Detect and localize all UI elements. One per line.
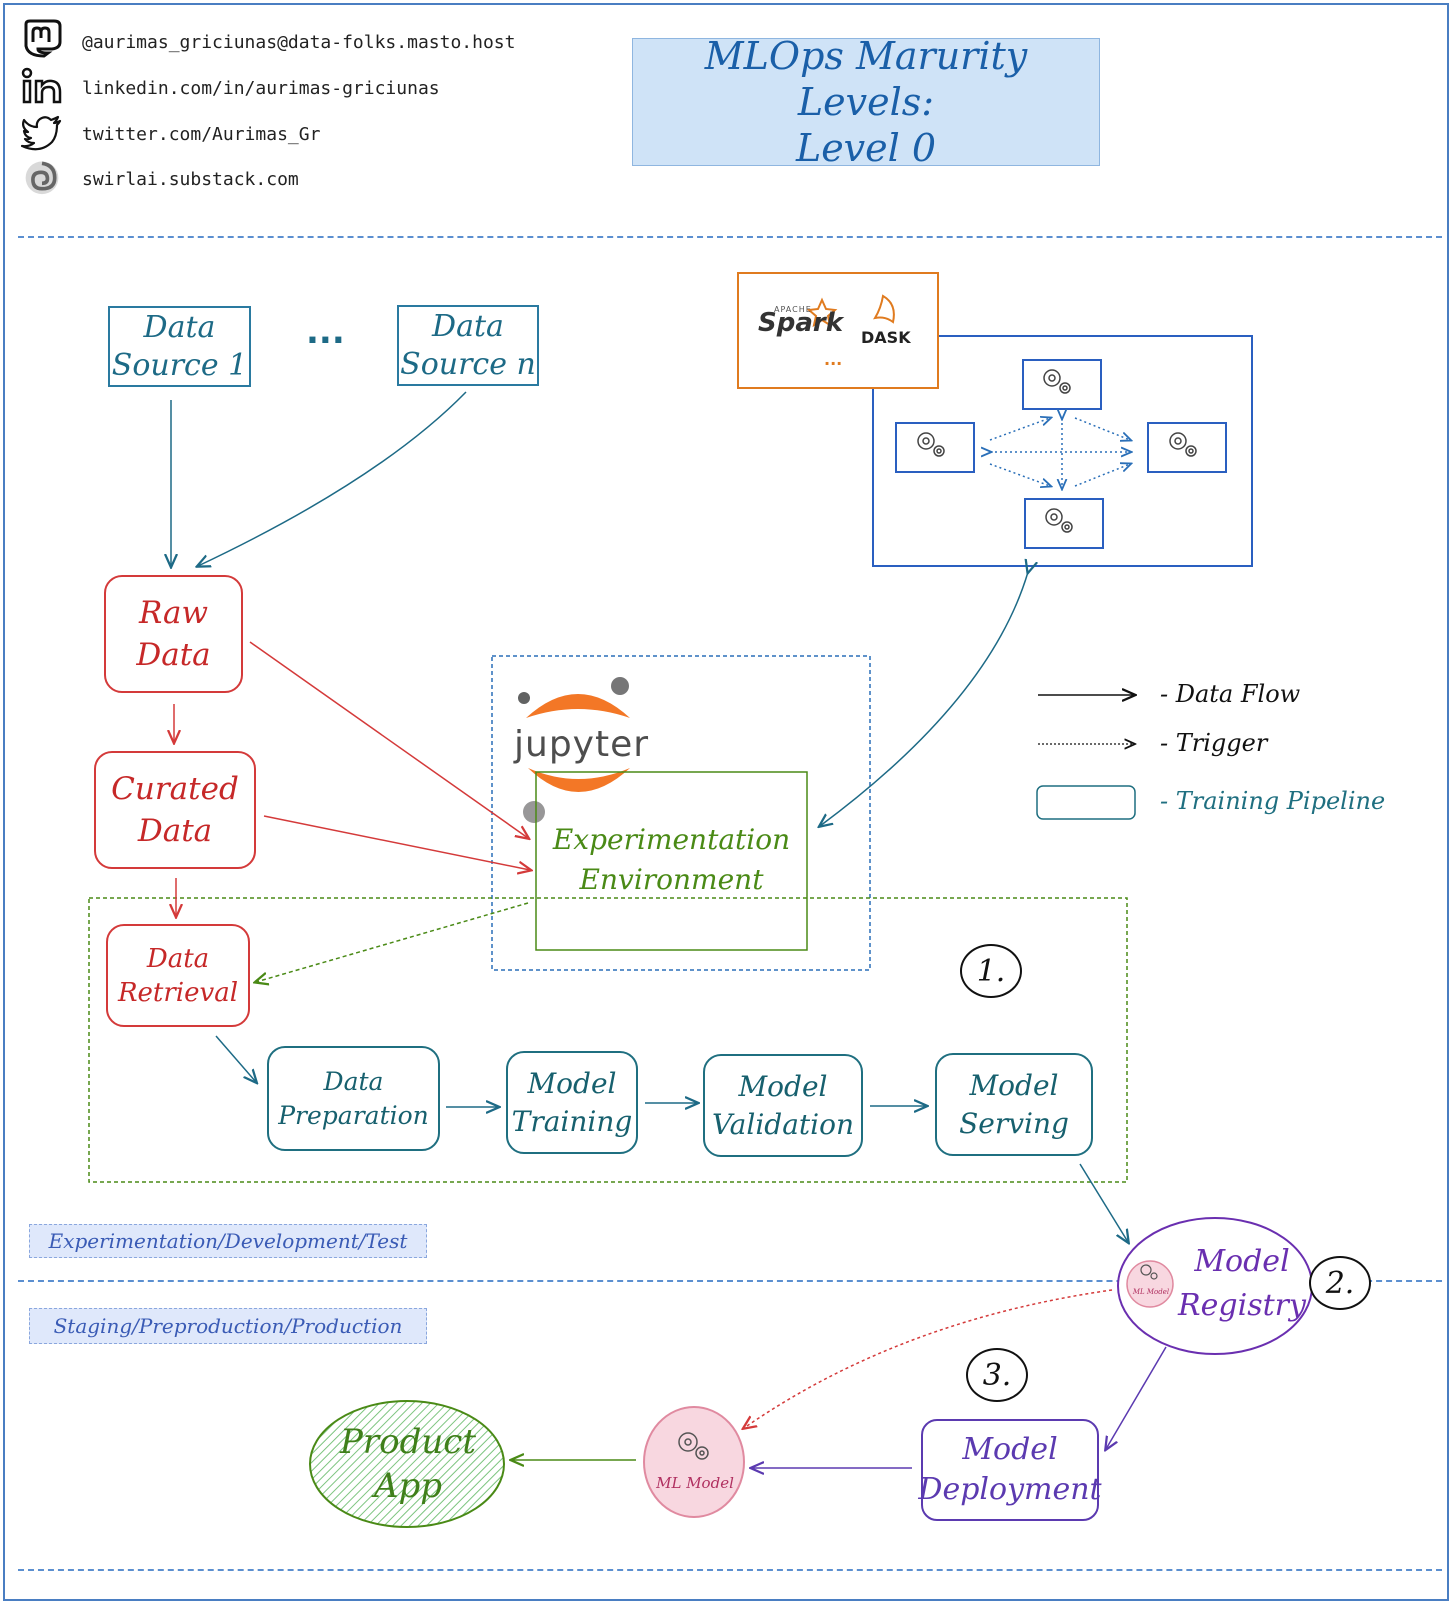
model-serving-line2: Serving <box>959 1106 1069 1140</box>
gear-icon <box>1169 432 1197 457</box>
env-prod-tag: Staging/Preproduction/Production <box>29 1308 427 1344</box>
step-3-badge: 3. <box>966 1348 1028 1402</box>
jupyter-wordmark: jupyter <box>514 724 650 765</box>
experimentation-env-label: Experimentation Environment <box>536 820 807 900</box>
product-app-line2: App <box>373 1466 443 1506</box>
model-validation-line1: Model <box>738 1069 828 1103</box>
ml-model-label: ML Model <box>656 1474 734 1492</box>
jupyter-icon <box>518 677 630 823</box>
dask-label: DASK <box>861 328 911 347</box>
env-divider <box>18 1280 1442 1282</box>
raw-data-line2: Data <box>136 637 211 673</box>
model-training-line1: Model <box>527 1066 617 1100</box>
linkedin-url[interactable]: linkedin.com/in/aurimas-griciunas <box>82 78 440 99</box>
model-deployment-line2: Deployment <box>918 1472 1102 1507</box>
ml-model-shape <box>643 1406 745 1518</box>
data-source-1-line2: Source 1 <box>111 347 248 383</box>
title-line-1: MLOps Marurity Levels: <box>704 34 1028 124</box>
model-training-node: Model Training <box>506 1051 638 1154</box>
data-source-n-line2: Source n <box>400 346 536 382</box>
gear-icon <box>917 432 945 457</box>
product-app-label: Product App <box>318 1416 498 1512</box>
mastodon-handle[interactable]: @aurimas_griciunas@data-folks.masto.host <box>82 32 516 53</box>
gear-icon <box>678 1432 709 1460</box>
raw-data-node: Raw Data <box>104 575 243 693</box>
data-source-n-line1: Data <box>432 308 504 344</box>
data-source-1-line1: Data <box>143 309 216 345</box>
experimentation-env-box <box>535 771 808 951</box>
step-1-badge: 1. <box>960 944 1022 998</box>
model-registry-line1: Model <box>1194 1244 1290 1279</box>
gear-icon <box>1140 1264 1158 1280</box>
model-registry-line2: Registry <box>1178 1288 1306 1323</box>
model-validation-node: Model Validation <box>703 1054 863 1157</box>
data-source-n: Data Source n <box>397 305 539 386</box>
curated-data-line1: Curated <box>111 771 239 807</box>
tools-ellipsis: ... <box>824 350 843 369</box>
diagram-title: MLOps Marurity Levels: Level 0 <box>632 34 1100 170</box>
dask-icon <box>872 294 895 324</box>
legend-training-pipeline: - Training Pipeline <box>1160 787 1386 815</box>
twitter-icon <box>20 115 62 151</box>
model-validation-line2: Validation <box>712 1107 854 1141</box>
compute-tools-box <box>737 272 939 389</box>
twitter-url[interactable]: twitter.com/Aurimas_Gr <box>82 124 321 145</box>
env-dev-tag: Experimentation/Development/Test <box>29 1224 427 1258</box>
model-training-line2: Training <box>511 1104 633 1138</box>
spark-label: Spark <box>758 308 843 338</box>
data-preparation-line1: Data <box>323 1066 384 1096</box>
raw-data-line1: Raw <box>138 595 209 631</box>
legend-trigger: - Trigger <box>1160 729 1268 757</box>
page-frame <box>3 3 1449 1601</box>
step-2-badge: 2. <box>1309 1256 1371 1310</box>
model-serving-node: Model Serving <box>935 1053 1093 1156</box>
data-retrieval-line1: Data <box>146 943 210 974</box>
gear-icon <box>1043 369 1071 394</box>
linkedin-icon <box>21 67 62 104</box>
data-source-1: Data Source 1 <box>108 306 251 387</box>
top-divider <box>18 236 1442 238</box>
experimentation-env-line2: Environment <box>579 863 764 896</box>
legend-data-flow: - Data Flow <box>1160 680 1301 708</box>
model-serving-line1: Model <box>969 1068 1059 1102</box>
data-retrieval-line2: Retrieval <box>117 977 239 1008</box>
product-app-shape <box>309 1400 505 1528</box>
curated-data-line2: Data <box>137 813 213 849</box>
registry-ml-model-badge <box>1126 1260 1174 1308</box>
model-deployment-line1: Model <box>962 1432 1058 1467</box>
substack-url[interactable]: swirlai.substack.com <box>82 169 299 190</box>
mastodon-icon <box>24 19 62 58</box>
training-pipeline-container <box>88 897 1128 1183</box>
registry-ml-model-label: ML Model <box>1132 1288 1170 1296</box>
curated-data-node: Curated Data <box>94 751 256 869</box>
model-registry-label: Model Registry <box>1172 1236 1312 1332</box>
data-preparation-node: Data Preparation <box>267 1046 440 1151</box>
title-line-2: Level 0 <box>795 126 937 170</box>
bottom-divider <box>18 1569 1442 1571</box>
model-deployment-node: Model Deployment <box>918 1419 1102 1521</box>
experimentation-env-line1: Experimentation <box>552 823 791 856</box>
substack-icon <box>25 161 59 195</box>
product-app-line1: Product <box>340 1422 476 1462</box>
legend-training-swatch <box>1036 785 1136 820</box>
sources-ellipsis: ... <box>306 312 345 352</box>
gear-icon <box>1045 508 1073 533</box>
spark-apache-label: APACHE <box>774 305 812 314</box>
data-retrieval-node: Data Retrieval <box>106 924 250 1027</box>
data-preparation-line2: Preparation <box>278 1100 429 1130</box>
spark-star-icon <box>806 297 838 328</box>
